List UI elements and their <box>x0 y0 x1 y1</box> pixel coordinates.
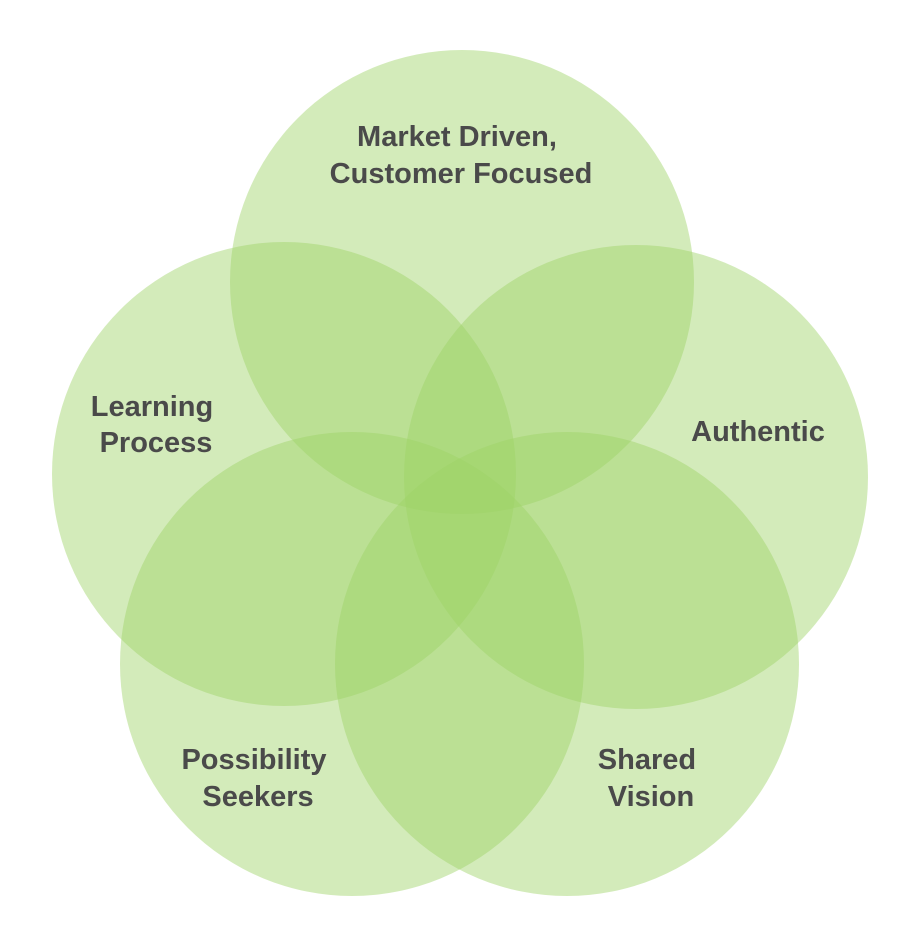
label-market-driven-line-1: Market Driven, <box>357 121 557 153</box>
label-authentic: Authentic <box>691 416 825 448</box>
circle-possibility-seekers <box>120 432 584 896</box>
label-learning-process-line-1: Learning <box>91 391 213 423</box>
label-learning-process-line-2: Process <box>100 427 213 459</box>
label-learning-process: Learning Process <box>91 391 222 459</box>
circle-learning-process <box>52 242 516 706</box>
label-authentic-line-1: Authentic <box>691 416 825 448</box>
label-market-driven-line-2: Customer Focused <box>330 158 593 190</box>
label-possibility-seekers-line-2: Seekers <box>202 781 313 813</box>
circle-authentic <box>404 245 868 709</box>
label-shared-vision-line-2: Vision <box>608 781 695 813</box>
label-possibility-seekers: Possibility Seekers <box>181 744 334 813</box>
label-shared-vision: Shared Vision <box>598 744 704 813</box>
circle-shared-vision <box>335 432 799 896</box>
circle-market-driven <box>230 50 694 514</box>
label-possibility-seekers-line-1: Possibility <box>181 744 326 776</box>
label-market-driven: Market Driven, Customer Focused <box>330 121 593 190</box>
label-shared-vision-line-1: Shared <box>598 744 696 776</box>
